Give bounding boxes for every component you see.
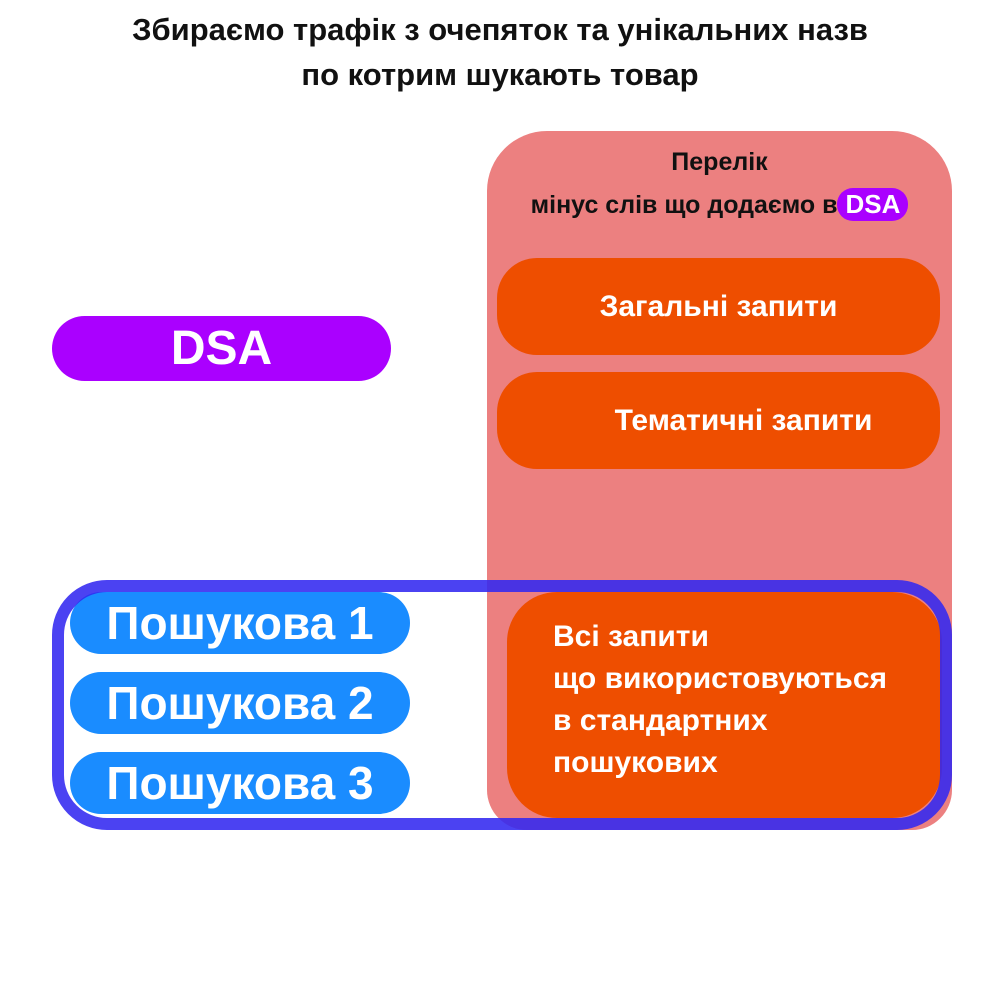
- panel-header-text: мінус слів що додаємо в: [530, 191, 838, 219]
- search-campaign-2: Пошукова 2: [70, 672, 410, 734]
- thematic-queries-box: Тематичні запити: [497, 372, 940, 469]
- dsa-badge: DSA: [837, 188, 909, 221]
- general-queries-box: Загальні запити: [497, 258, 940, 355]
- search-campaign-3: Пошукова 3: [70, 752, 410, 814]
- panel-header-line-1: Перелік: [671, 148, 768, 176]
- all-queries-line-1: Всі запити: [553, 620, 709, 653]
- title-line-1: Збираємо трафік з очепяток та унікальних…: [132, 12, 868, 47]
- all-queries-box: Всі запити що використовуються в стандар…: [507, 592, 942, 818]
- search-campaigns-frame: [52, 580, 952, 830]
- search-campaign-1: Пошукова 1: [70, 592, 410, 654]
- title-line-2: по котрим шукають товар: [301, 57, 699, 92]
- all-queries-line-4: пошукових: [553, 746, 718, 779]
- all-queries-line-2: що використовуються: [553, 662, 888, 695]
- dsa-pill: DSA: [52, 316, 391, 381]
- all-queries-line-3: в стандартних: [553, 704, 768, 737]
